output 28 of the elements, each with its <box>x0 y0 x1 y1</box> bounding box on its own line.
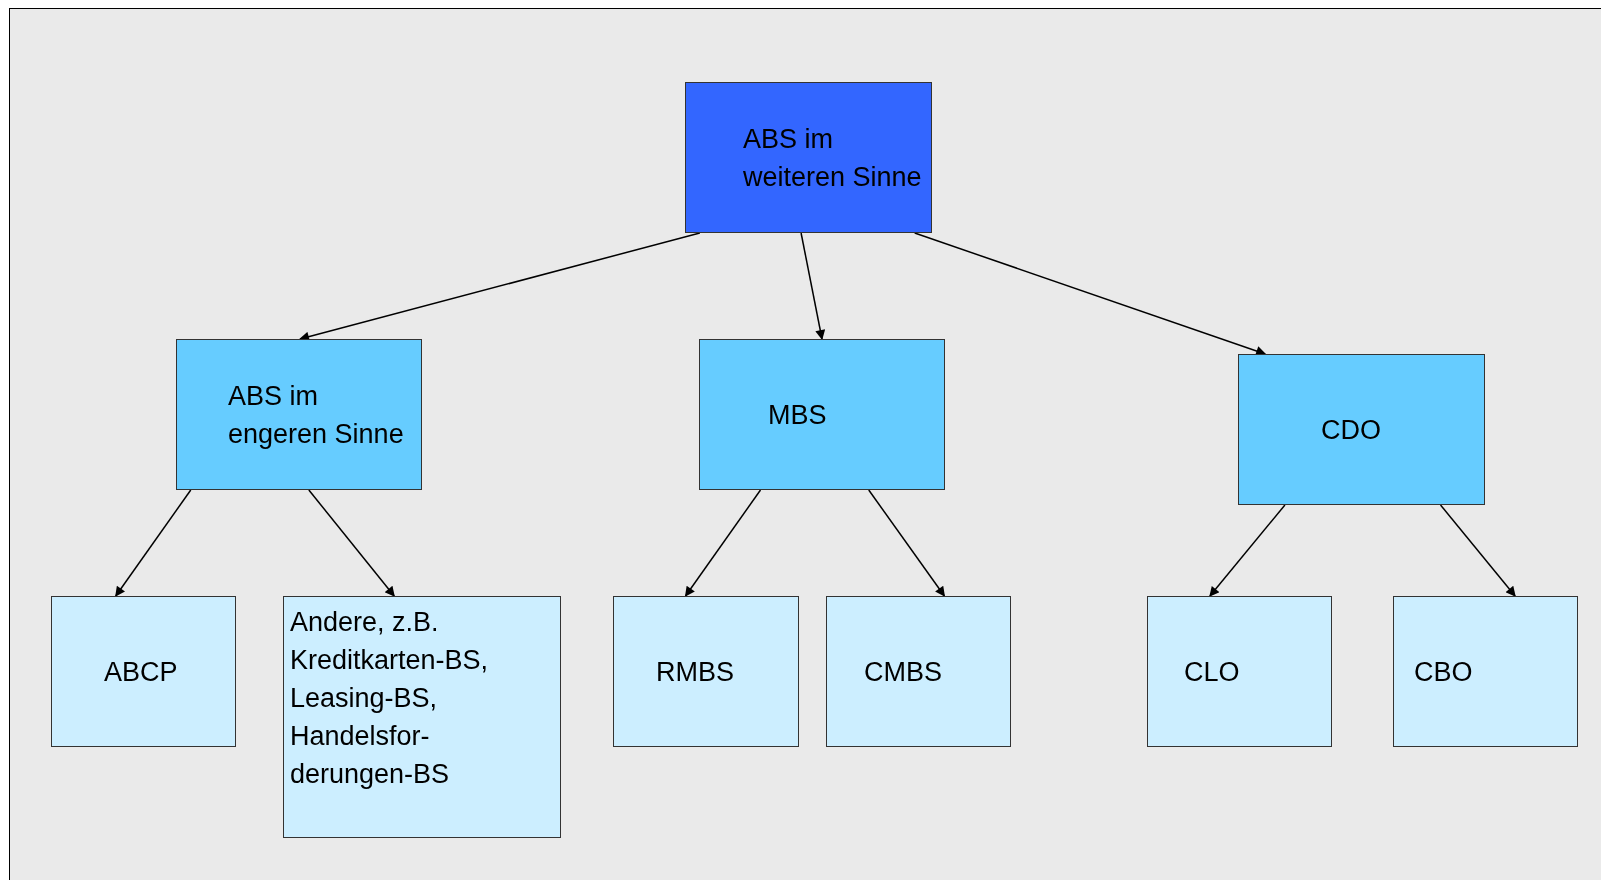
box-label: MBS <box>768 398 827 432</box>
box-label: RMBS <box>656 655 734 689</box>
arrow <box>115 489 192 597</box>
box-label: CBO <box>1414 655 1473 689</box>
arrow <box>868 489 946 597</box>
box-label: CDO <box>1321 413 1381 447</box>
category-box <box>51 596 236 747</box>
category-box <box>699 339 945 490</box>
arrow <box>1209 504 1286 597</box>
box-label: ABS im engeren Sinne <box>228 379 405 451</box>
category-box <box>1393 596 1578 747</box>
box-label: ABCP <box>104 655 178 689</box>
category-box <box>283 596 561 838</box>
box-label: CMBS <box>864 655 942 689</box>
arrow <box>1439 504 1516 597</box>
category-box <box>826 596 1011 747</box>
category-box <box>685 82 932 233</box>
category-box <box>1147 596 1332 747</box>
category-box <box>613 596 799 747</box>
arrow <box>913 232 1267 356</box>
arrow <box>684 489 762 597</box>
box-label: ABS im weiteren Sinne <box>743 122 923 194</box>
category-box <box>1238 354 1485 505</box>
box-label: CLO <box>1184 655 1240 689</box>
arrow <box>800 232 826 340</box>
box-label: Andere, z.B. Kreditkarten-BS, Leasing-BS, Handelsfor- derungen-BS <box>290 606 490 791</box>
category-box <box>176 339 422 490</box>
arrow <box>308 489 395 597</box>
